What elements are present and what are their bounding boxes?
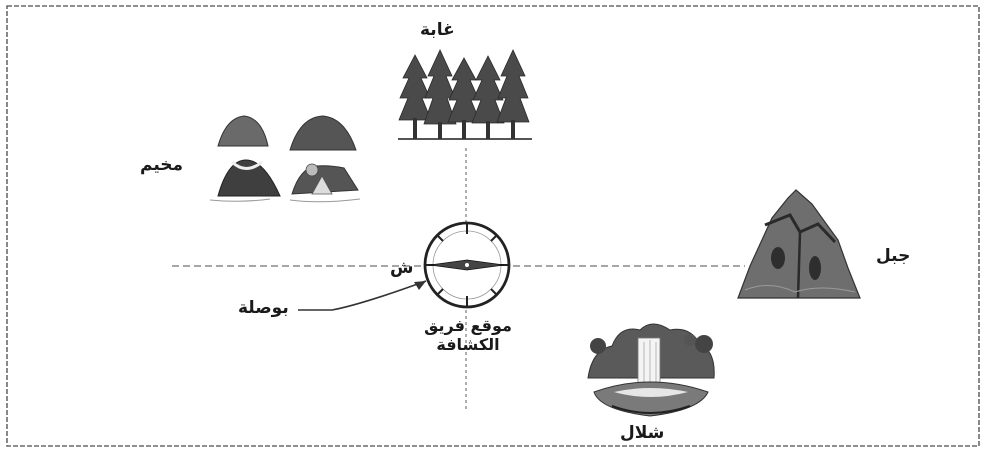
camp-label: مخيم	[140, 155, 183, 175]
compass-label: بوصلة	[238, 298, 289, 318]
west-direction-label: ش	[390, 258, 413, 278]
forest-label: غابة	[420, 20, 455, 40]
compass-icon	[425, 223, 509, 307]
team-location-label: موقع فريق الكشافة	[412, 316, 524, 354]
mountain-label: جبل	[876, 246, 910, 266]
waterfall-label: شلال	[620, 423, 664, 443]
